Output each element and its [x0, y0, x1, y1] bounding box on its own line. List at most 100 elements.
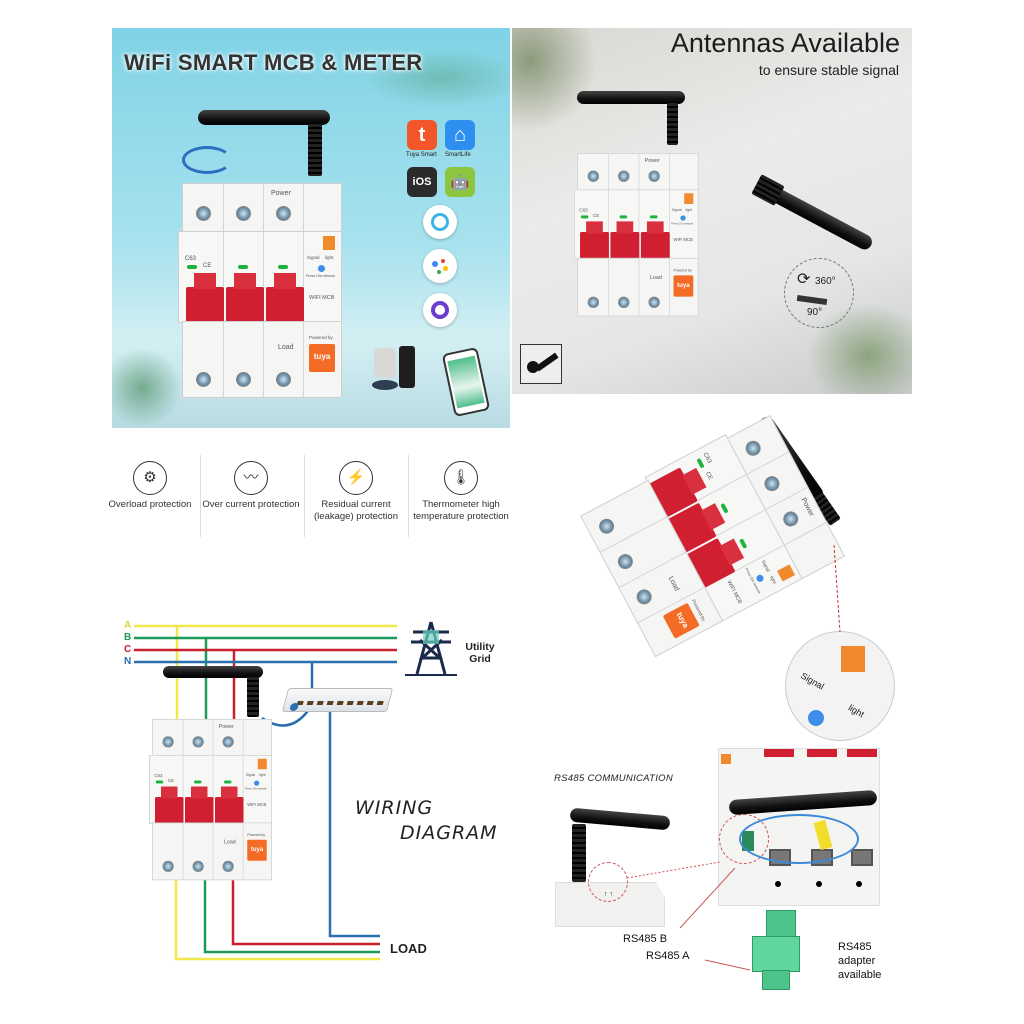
press-label: Press 10s network	[671, 222, 694, 226]
terminal-screw	[618, 170, 630, 182]
rs485-title: RS485 COMMUNICATION	[554, 773, 674, 784]
palm-leaf-decoration	[362, 48, 510, 108]
feature-thermometer: 🌡Thermometer high temperature protection	[411, 456, 511, 523]
breaker-bottom-block: Load Powered by tuya	[152, 822, 272, 881]
rotation-badge: ⟳ 360° 90°	[784, 258, 854, 328]
utility-grid-label: Utility Grid	[465, 641, 495, 665]
status-led	[224, 780, 232, 784]
terminal-screw	[162, 860, 174, 872]
phase-n-label: N	[124, 656, 132, 667]
feature-overload: ⚙ Overload protection	[100, 456, 200, 511]
terminal-screw	[648, 296, 660, 309]
wire	[134, 660, 397, 938]
rs485-b-label: RS485 B	[623, 933, 668, 945]
load-label: LOAD	[390, 941, 427, 956]
divider	[408, 455, 409, 537]
light-label: light	[685, 207, 692, 212]
antenna-mount-inset	[520, 344, 562, 384]
google-assistant-icon	[423, 249, 457, 283]
feature-over-current: 〰 Over current protection	[201, 456, 301, 511]
smartlife-app-icon: ⌂	[445, 120, 475, 150]
load-label: Load	[278, 344, 294, 351]
wifi-mcb-label: WIFI MCB	[247, 803, 267, 808]
terminal-screw	[222, 860, 234, 872]
ce-mark: CE	[592, 213, 600, 219]
tuya-badge: tuya	[673, 275, 694, 297]
terminal-screw	[276, 372, 291, 387]
hero-panel: WiFi SMART MCB & METER Power C63 CE Sign…	[112, 28, 510, 428]
status-led	[649, 215, 658, 219]
terminal-screw	[587, 170, 600, 182]
rating-label: C63	[579, 208, 588, 214]
callout-circle	[588, 862, 628, 902]
wifi-mcb-label: WIFI MCB	[673, 238, 693, 243]
tuya-smart-label: Tuya Smart	[406, 152, 437, 158]
alexa-icon	[423, 205, 457, 239]
signal-label: Signal	[307, 255, 320, 260]
utility-tower-icon	[405, 620, 457, 676]
status-led	[194, 780, 202, 784]
feature-label: Residual current (leakage) protection	[314, 499, 398, 522]
smart-speaker-icon	[374, 348, 396, 378]
phase-a-label: A	[124, 620, 132, 631]
smartlife-label: SmartLife	[445, 152, 471, 158]
load-label: Load	[224, 839, 236, 845]
powered-by-label: Powered by	[247, 833, 266, 837]
shield-wave-icon: 〰	[234, 461, 268, 495]
signal-indicator	[841, 646, 865, 672]
light-label: light	[259, 773, 266, 777]
echo-dot-icon	[372, 380, 398, 390]
status-led	[580, 215, 589, 219]
terminal-screw	[648, 170, 660, 182]
feature-label: Overload protection	[108, 499, 192, 510]
signal-light-magnifier: Signal light	[785, 631, 895, 741]
ios-icon: iOS	[407, 167, 437, 197]
callout-line	[833, 544, 841, 633]
shield-gear-icon: ⚙	[133, 461, 167, 495]
wire	[134, 636, 397, 954]
power-label: Power	[271, 190, 291, 197]
terminal-screw	[236, 206, 251, 221]
alice-assistant-icon	[423, 293, 457, 327]
breaker-top-block: Power	[152, 719, 272, 757]
palm-leaf-decoration	[112, 348, 182, 428]
terminal-screw	[192, 860, 204, 872]
echo-speaker-icon	[399, 346, 415, 388]
terminal-screw	[196, 372, 211, 387]
feature-residual-current: ⚡Residual current (leakage) protection	[306, 456, 406, 523]
feature-label: Thermometer high temperature protection	[413, 499, 509, 522]
antenna	[565, 807, 671, 882]
product-angled-view: Power C63 CE Signal light Press 10s netw…	[520, 405, 900, 745]
terminal-screw	[162, 736, 174, 748]
terminal-screw	[196, 206, 211, 221]
pair-button[interactable]	[318, 265, 325, 272]
breaker-bottom-block: Load Powered by tuya	[182, 321, 342, 398]
terminal-screw	[587, 296, 600, 309]
tuya-badge: tuya	[247, 839, 267, 861]
terminal-screw	[192, 736, 204, 748]
power-label: Power	[644, 158, 660, 164]
phase-c-label: C	[124, 644, 132, 655]
press-label: Press 10s network	[306, 274, 335, 278]
status-led	[238, 265, 248, 269]
smart-breaker: Power C63 CE Signal light Press 10s netw…	[178, 183, 342, 398]
terminal-screw	[618, 296, 630, 309]
pair-button[interactable]	[680, 215, 686, 221]
terminal-screw	[222, 736, 234, 748]
antenna-subtitle: to ensure stable signal	[758, 62, 899, 78]
antenna-cable	[739, 814, 859, 864]
wiring-title-line2: DIAGRAM	[400, 822, 498, 844]
pair-button[interactable]	[254, 780, 260, 786]
rs485-a-label: RS485 A	[646, 950, 690, 962]
wiring-title-line1: WIRING	[355, 797, 434, 819]
powered-by-label: Powered by	[673, 268, 692, 273]
rs485-adapter-connector	[752, 910, 808, 990]
signal-indicator	[257, 758, 267, 770]
antenna-title: Antennas Available	[670, 28, 900, 58]
rotate-icon: ⟳	[797, 271, 811, 288]
feature-label: Over current protection	[202, 499, 300, 510]
power-label: Power	[218, 724, 234, 730]
signal-indicator	[684, 193, 694, 204]
